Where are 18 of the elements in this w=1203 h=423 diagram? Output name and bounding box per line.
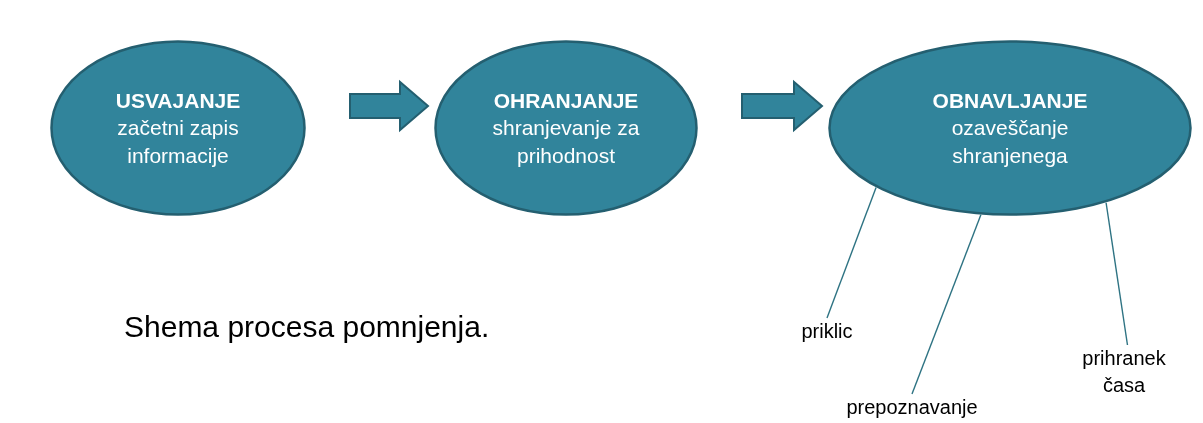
caption: Shema procesa pomnjenja. xyxy=(124,310,490,344)
leader-label: prihranek časa xyxy=(1066,345,1182,405)
process-ellipse xyxy=(828,40,1192,216)
stage-description: začetni zapis informacije xyxy=(116,115,240,169)
block-arrow xyxy=(741,79,824,133)
leader-line xyxy=(911,214,982,395)
stage-description: shranjevanje za prihodnost xyxy=(491,115,641,169)
leader-label: prepoznavanje xyxy=(820,394,1004,423)
block-arrow xyxy=(349,79,430,133)
process-ellipse xyxy=(434,40,698,216)
stage-title: USVAJANJE xyxy=(115,88,241,115)
leader-label: priklic xyxy=(782,318,872,348)
stage-description: ozaveščanje shranjenega xyxy=(950,115,1070,169)
stage-title: OHRANJANJE xyxy=(493,88,639,115)
process-ellipse xyxy=(50,40,306,216)
leader-line xyxy=(1105,202,1129,346)
leader-line xyxy=(826,186,877,319)
stage-title: OBNAVLJANJE xyxy=(932,88,1088,115)
